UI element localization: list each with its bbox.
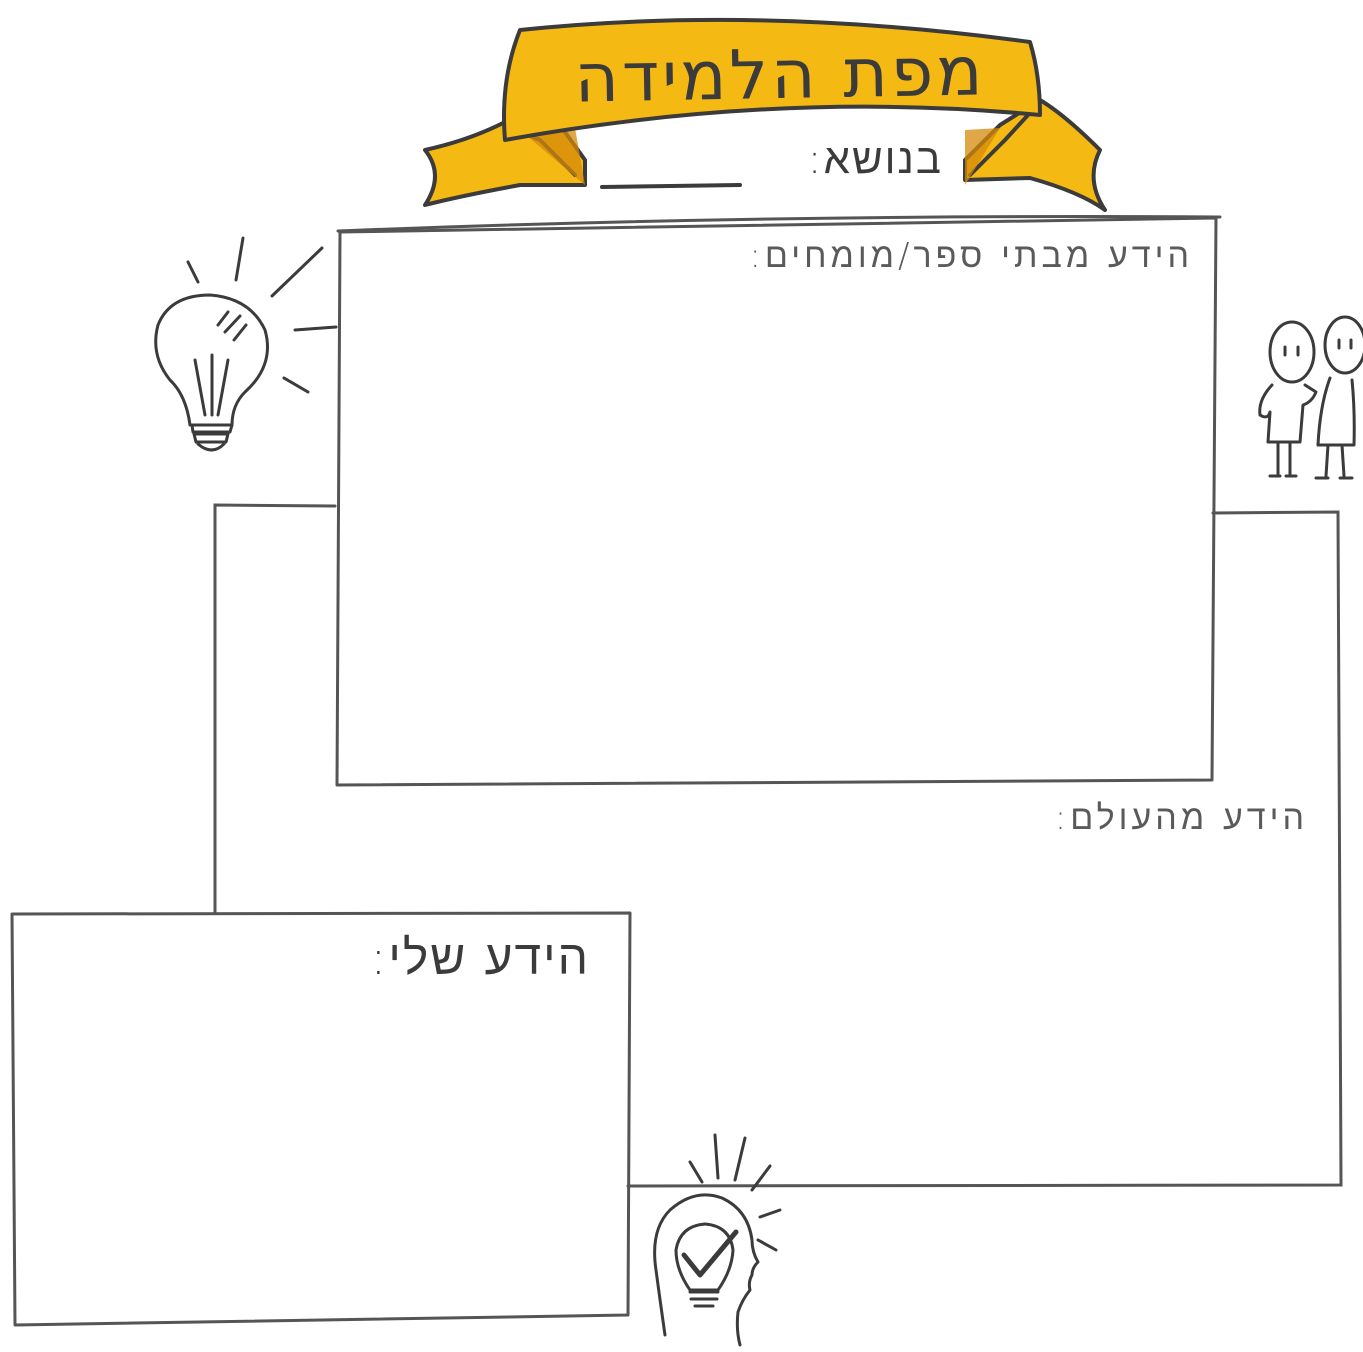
mine-section-label: הידע שלי: (370, 930, 590, 986)
experts-section-label: הידע מבתי ספר/מומחים: (749, 236, 1193, 276)
topic-underline (602, 185, 740, 187)
two-people-icon (1260, 317, 1363, 478)
connector-lines (215, 217, 1341, 1186)
world-section-label: הידע מהעולם: (1055, 798, 1308, 838)
topic-label: בנושא: (807, 134, 943, 183)
lightbulb-icon (156, 238, 336, 450)
head-lightbulb-check-icon (655, 1135, 780, 1345)
worksheet-title: מפת הלמידה (539, 24, 1021, 128)
experts-box (337, 218, 1216, 785)
